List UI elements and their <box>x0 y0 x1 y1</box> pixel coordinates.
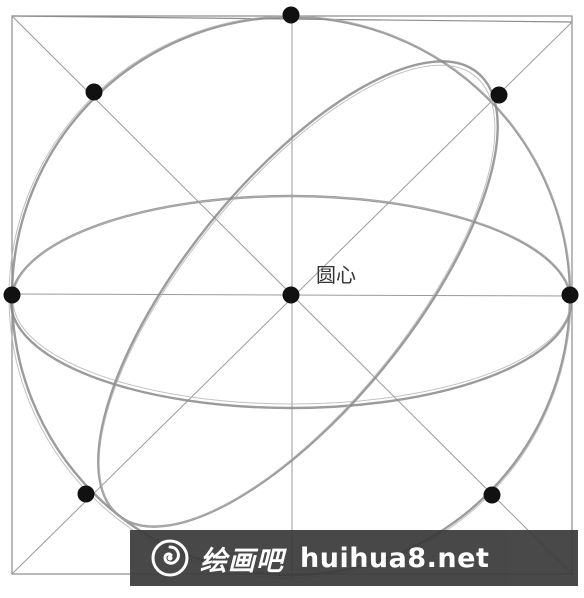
point-top-left <box>85 83 103 101</box>
point-bottom-right <box>483 486 501 504</box>
site-url: huihua8.net <box>300 542 490 574</box>
point-bottom-left <box>77 485 95 503</box>
point-left <box>3 286 21 304</box>
point-right <box>561 286 579 304</box>
point-top <box>282 6 300 24</box>
tilted-ellipse-sketch <box>98 64 496 528</box>
point-top-right <box>490 86 508 104</box>
center-label: 圆心 <box>316 263 356 287</box>
watermark-banner: 绘画吧 huihua8.net <box>130 530 578 586</box>
site-logo-text: 绘画吧 <box>200 545 284 577</box>
swirl-logo-icon <box>148 536 192 580</box>
point-center <box>282 286 300 304</box>
